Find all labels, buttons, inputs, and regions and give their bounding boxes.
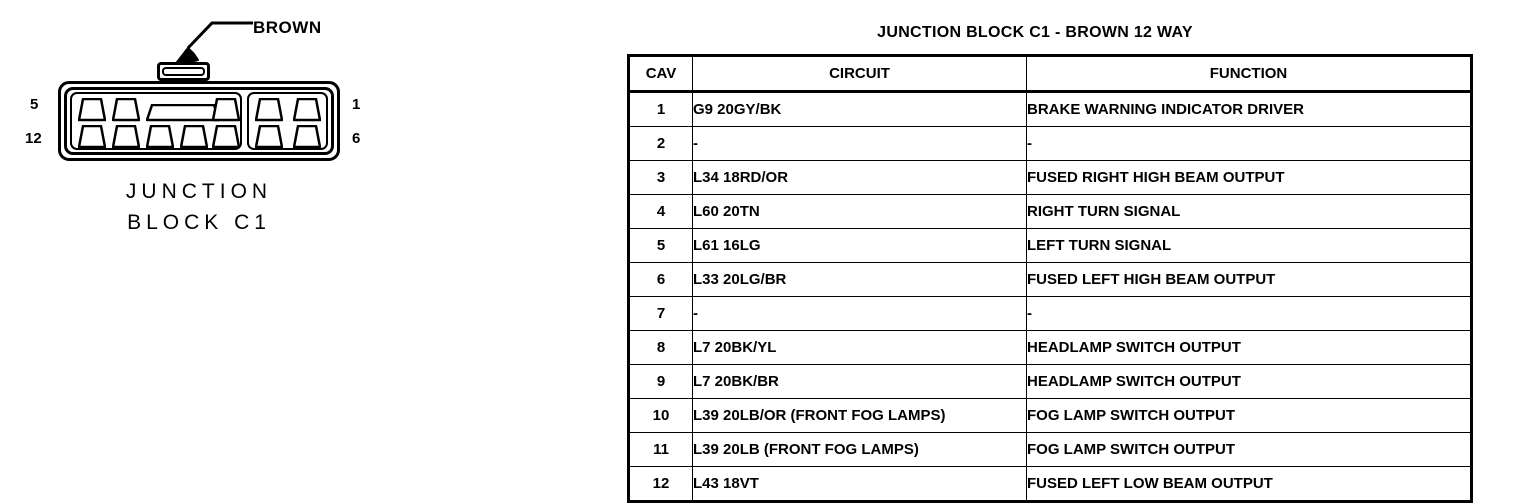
cavity-bottom-1 [78,125,106,149]
cavity-top-wide-slot [146,104,220,122]
table-title: JUNCTION BLOCK C1 - BROWN 12 WAY [877,24,1193,41]
cell-circuit: L39 20LB/OR (FRONT FOG LAMPS) [692,398,1027,433]
pin-label-top-right: 1 [352,96,361,113]
brown-callout-label: BROWN [253,18,322,37]
connector-caption: JUNCTION BLOCK C1 [58,176,340,238]
cavity-bottom-3 [146,125,174,149]
column-header-function: FUNCTION [1026,55,1472,93]
table-row: 2-- [628,126,1472,161]
cell-cav: 4 [628,194,693,229]
cell-circuit: L60 20TN [692,194,1027,229]
pinout-table-panel: JUNCTION BLOCK C1 - BROWN 12 WAY CAV CIR… [600,0,1536,503]
pin-label-top-left: 5 [30,96,39,113]
cell-cav: 8 [628,330,693,365]
cell-circuit: L7 20BK/YL [692,330,1027,365]
cell-cav: 7 [628,296,693,331]
cell-function: RIGHT TURN SIGNAL [1026,194,1472,229]
connector-caption-line-2: BLOCK C1 [127,211,271,234]
cell-function: HEADLAMP SWITCH OUTPUT [1026,364,1472,399]
connector-locking-tab-slot [162,67,205,76]
cell-cav: 2 [628,126,693,161]
connector-diagram-panel: BROWN 5 12 1 6 [0,0,600,502]
cell-circuit: L39 20LB (FRONT FOG LAMPS) [692,432,1027,467]
cell-cav: 1 [628,91,693,127]
pin-label-bottom-right: 6 [352,130,361,147]
cell-circuit: L7 20BK/BR [692,364,1027,399]
table-row: 7-- [628,296,1472,331]
column-header-circuit: CIRCUIT [692,55,1027,93]
cell-function: HEADLAMP SWITCH OUTPUT [1026,330,1472,365]
table-header-row: CAV CIRCUIT FUNCTION [628,55,1472,93]
cavity-top-2 [112,98,140,122]
cell-function: LEFT TURN SIGNAL [1026,228,1472,263]
cavity-bottom-2 [112,125,140,149]
cavity-right-top-2 [293,98,321,122]
cell-cav: 10 [628,398,693,433]
cell-function: FUSED LEFT LOW BEAM OUTPUT [1026,466,1472,502]
cell-cav: 11 [628,432,693,467]
connector-caption-line-1: JUNCTION [125,180,273,203]
cell-circuit: L43 18VT [692,466,1027,502]
cavity-top-1 [78,98,106,122]
cell-circuit: - [692,126,1027,161]
cavity-right-top-1 [255,98,283,122]
cell-cav: 6 [628,262,693,297]
cell-circuit: G9 20GY/BK [692,91,1027,127]
pin-label-bottom-left: 12 [25,130,42,147]
cavity-top-3 [212,98,240,122]
cell-cav: 12 [628,466,693,502]
cell-function: FUSED RIGHT HIGH BEAM OUTPUT [1026,160,1472,195]
cell-function: BRAKE WARNING INDICATOR DRIVER [1026,91,1472,127]
cavity-right-bottom-1 [255,125,283,149]
brown-leader-arrow-icon [173,21,253,67]
cell-circuit: L61 16LG [692,228,1027,263]
cell-function: - [1026,296,1472,331]
cell-cav: 3 [628,160,693,195]
cell-function: FOG LAMP SWITCH OUTPUT [1026,398,1472,433]
column-header-cav: CAV [628,55,693,93]
cell-function: - [1026,126,1472,161]
cell-function: FUSED LEFT HIGH BEAM OUTPUT [1026,262,1472,297]
cell-circuit: L33 20LG/BR [692,262,1027,297]
cell-circuit: L34 18RD/OR [692,160,1027,195]
cell-circuit: - [692,296,1027,331]
cell-cav: 9 [628,364,693,399]
cavity-bottom-5 [212,125,240,149]
cavity-bottom-4 [180,125,208,149]
cell-function: FOG LAMP SWITCH OUTPUT [1026,432,1472,467]
cavity-right-bottom-2 [293,125,321,149]
cell-cav: 5 [628,228,693,263]
